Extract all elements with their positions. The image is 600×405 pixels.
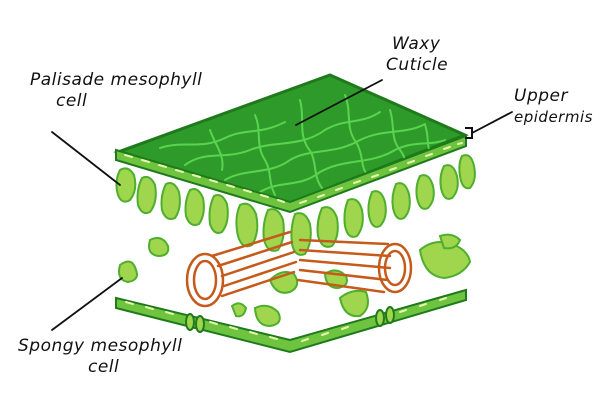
vascular-bundle-left xyxy=(185,252,225,308)
palisade-cells xyxy=(115,154,476,256)
label-upper-epidermis: Upper epidermis xyxy=(514,86,593,128)
spongy-cells xyxy=(118,233,472,328)
label-waxy-cuticle: Waxy Cuticle xyxy=(386,34,448,76)
label-spongy-line1: Spongy mesophyll xyxy=(18,336,183,356)
stomata xyxy=(185,306,395,333)
label-spongy-mesophyll: Spongy mesophyll cell xyxy=(18,336,182,378)
leader-cuticle xyxy=(295,79,383,126)
leader-epidermis xyxy=(471,111,513,134)
label-palisade-line1: Palisade mesophyll xyxy=(30,70,203,90)
leader-palisade xyxy=(51,131,121,186)
label-palisade-mesophyll: Palisade mesophyll cell xyxy=(30,70,202,112)
label-epidermis-line2: epidermis xyxy=(514,108,593,126)
epidermis-cell-dots xyxy=(124,142,463,204)
label-spongy-line2: cell xyxy=(88,357,120,377)
upper-epidermis xyxy=(115,134,467,214)
leader-lines xyxy=(51,79,513,331)
label-cuticle-line1: Waxy xyxy=(392,34,441,54)
cuticle-veins xyxy=(159,94,446,196)
label-cuticle-line2: Cuticle xyxy=(386,55,449,75)
vascular-bundles xyxy=(185,230,413,308)
label-epidermis-line1: Upper xyxy=(514,86,568,106)
lower-epidermis-dots xyxy=(125,297,447,342)
leader-spongy xyxy=(51,277,123,331)
label-palisade-line2: cell xyxy=(56,91,88,111)
